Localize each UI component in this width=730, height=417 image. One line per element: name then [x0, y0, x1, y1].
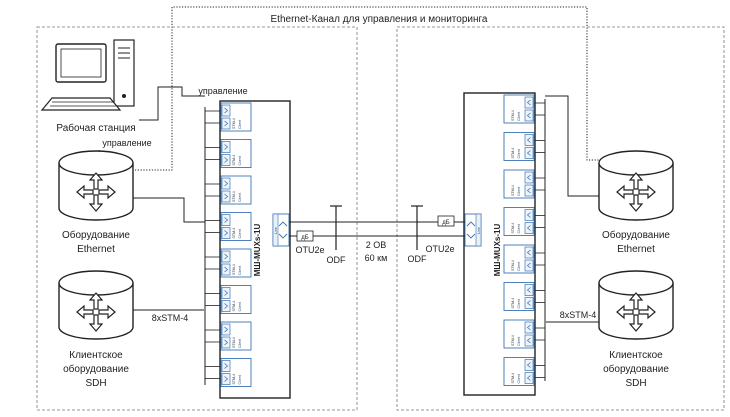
left-site-boundary — [36, 26, 358, 411]
stm-module-label: STM-4 — [232, 228, 236, 239]
stm-module-label: STM-4 — [511, 260, 515, 271]
sdh-label-line3: SDH — [85, 378, 106, 389]
right-ethernet-link — [545, 95, 599, 197]
fiber-count-label: 2 ОВ — [366, 240, 387, 250]
management-link — [139, 86, 205, 121]
left-attenuator — [296, 230, 314, 242]
stm-module-client-label: Client — [238, 375, 242, 384]
workstation-mgmt-label: управление — [102, 138, 151, 148]
right-stm-label: 8xSTM-4 — [560, 310, 597, 320]
left-line-module: Line — [272, 213, 290, 247]
stm-module-label: STM-4 — [511, 373, 515, 384]
stm-module-label: STM-4 — [232, 337, 236, 348]
left-client-fanout — [204, 107, 221, 385]
stm-module-label: STM-4 — [511, 298, 515, 309]
otu-left-label: OTU2e — [295, 245, 324, 255]
stm-module-client-label: Client — [517, 299, 521, 308]
sdh-equipment-icon — [58, 270, 134, 340]
left-line-module-label: Line — [274, 227, 278, 234]
right-line-module-label: Line — [477, 227, 481, 234]
stm-module-label: STM-4 — [511, 223, 515, 234]
stm-module-client-label: Client — [238, 266, 242, 275]
stm-module-client-label: Client — [238, 156, 242, 165]
right-sdh-equipment-icon — [598, 270, 674, 340]
right-sdh-label-line1: Клиентское — [609, 350, 663, 361]
distance-label: 60 км — [365, 253, 388, 263]
stm-module-client-label: Client — [517, 224, 521, 233]
odf-left-label: ODF — [327, 255, 347, 265]
stm-module-label: STM-4 — [511, 110, 515, 121]
stm-module-label: STM-4 — [232, 374, 236, 385]
right-client-fanout — [534, 99, 546, 381]
sdh-label-line1: Клиентское — [69, 350, 123, 361]
stm-module-client-label: Client — [238, 229, 242, 238]
left-attenuator-label: дБ — [301, 235, 309, 241]
stm-module-client-label: Client — [517, 149, 521, 158]
stm-module-label: STM-4 — [232, 264, 236, 275]
stm-module-label: STM-4 — [232, 118, 236, 129]
stm-module-client-label: Client — [517, 262, 521, 271]
right-ethernet-label-line2: Ethernet — [617, 244, 655, 255]
stm-module-label: STM-4 — [232, 191, 236, 202]
stm-module-client-label: Client — [517, 112, 521, 121]
odf-right-label: ODF — [408, 254, 428, 264]
stm-module-client-label: Client — [238, 193, 242, 202]
right-sdh-label-line3: SDH — [625, 378, 646, 389]
right-sdh-label-line2: оборудование — [603, 363, 669, 375]
right-attenuator-label: дБ — [442, 220, 450, 226]
stm-module-client-label: Client — [238, 339, 242, 348]
workstation-icon — [40, 39, 135, 111]
right-device-model: МШ-MUXs-1U — [493, 224, 502, 277]
stm-module-label: STM-4 — [511, 185, 515, 196]
stm-module-client-label: Client — [238, 302, 242, 311]
ethernet-equipment-icon — [58, 150, 134, 221]
left-device-model: МШ-MUXs-1U — [253, 224, 262, 277]
otu-right-label: OTU2e — [425, 244, 454, 254]
ethernet-link — [133, 197, 205, 223]
right-ethernet-equipment-icon — [598, 150, 674, 221]
stm-module-label: STM-4 — [232, 155, 236, 166]
management-channel-label: Ethernet-Канал для управления и монитори… — [271, 14, 488, 25]
stm-label: 8xSTM-4 — [152, 313, 189, 323]
stm-module-label: STM-4 — [511, 335, 515, 346]
stm-module-client-label: Client — [517, 187, 521, 196]
device-mgmt-label: управление — [198, 86, 247, 96]
stm-module-client-label: Client — [238, 120, 242, 129]
stm-module-client-label: Client — [517, 337, 521, 346]
right-attenuator — [437, 215, 455, 227]
stm-module-client-label: Client — [517, 374, 521, 383]
workstation-label: Рабочая станция — [56, 122, 135, 134]
right-line-module: Line — [464, 213, 482, 247]
sdh-label-line2: оборудование — [63, 363, 129, 375]
right-ethernet-label-line1: Оборудование — [602, 229, 670, 241]
ethernet-label-line1: Оборудование — [62, 229, 130, 241]
stm-module-label: STM-4 — [232, 301, 236, 312]
ethernet-label-line2: Ethernet — [77, 244, 115, 255]
stm-module-label: STM-4 — [511, 148, 515, 159]
